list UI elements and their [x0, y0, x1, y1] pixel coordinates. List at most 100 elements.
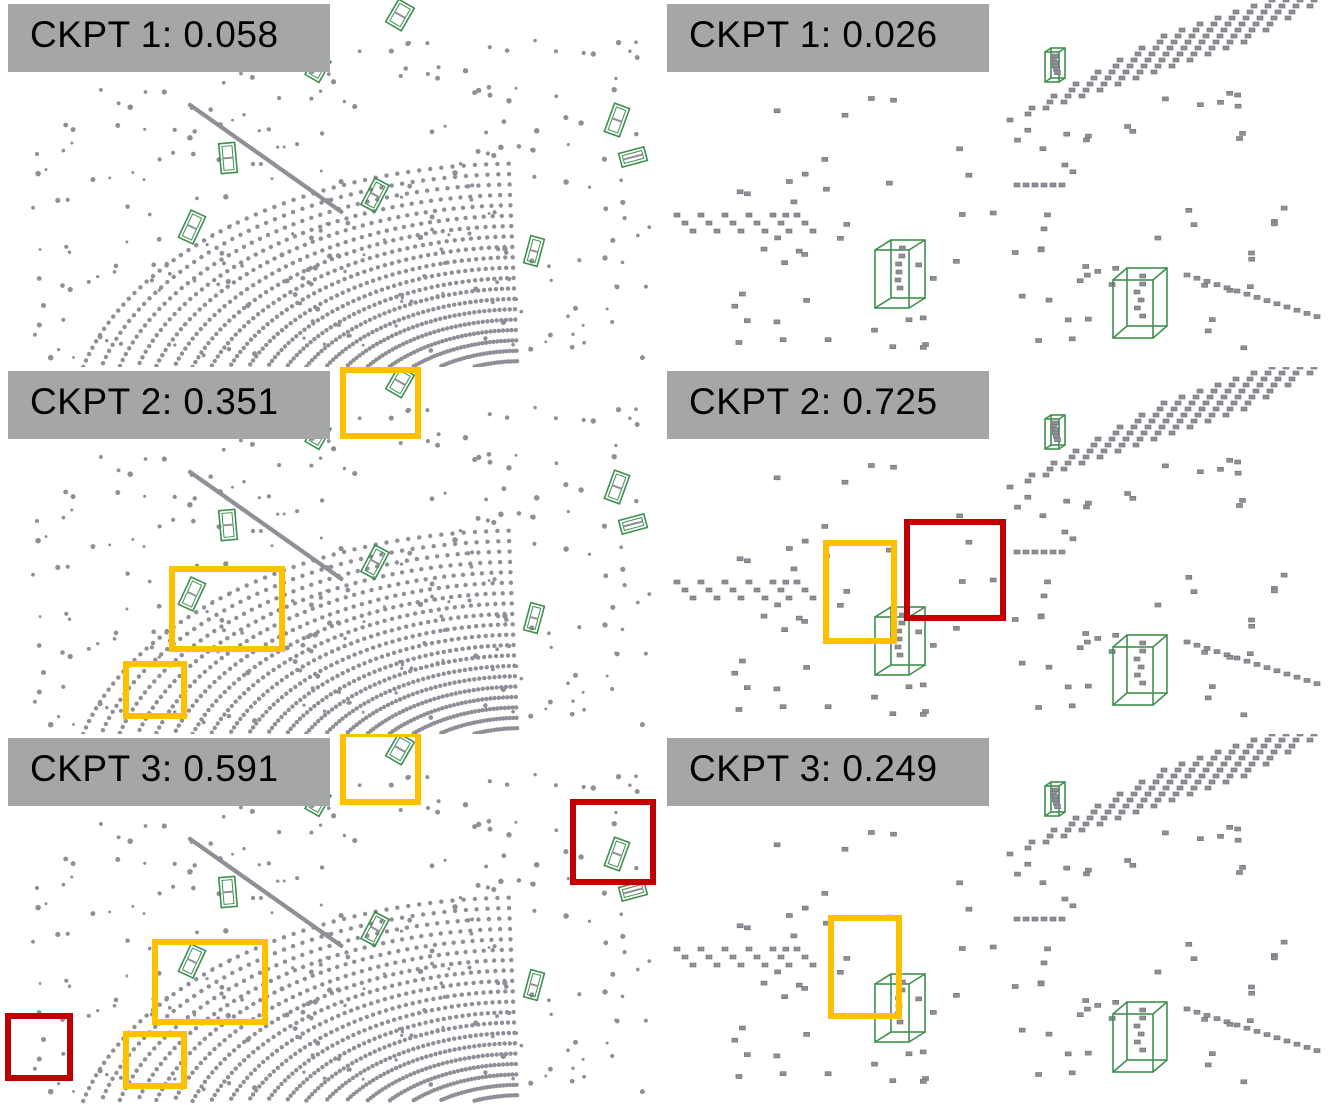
lidar-point: [212, 628, 217, 634]
lidar-point: [260, 308, 266, 313]
lidar-point: [173, 710, 177, 714]
lidar-point: [1293, 1041, 1301, 1047]
lidar-point: [1250, 370, 1258, 376]
lidar-point: [458, 161, 463, 166]
lidar-point: [229, 729, 234, 734]
lidar-point: [345, 220, 351, 226]
lidar-point: [310, 606, 315, 611]
lidar-point: [442, 1049, 448, 1054]
lidar-point: [432, 341, 438, 346]
lidar-point: [1246, 284, 1254, 290]
lidar-point: [442, 909, 447, 915]
lidar-point: [431, 307, 436, 312]
lidar-point: [188, 663, 193, 669]
lidar-point: [242, 324, 247, 329]
lidar-point: [302, 327, 307, 332]
lidar-point: [397, 1039, 402, 1044]
lidar-point: [502, 338, 507, 344]
lidar-point: [389, 249, 395, 254]
lidar-point: [821, 157, 829, 162]
lidar-point: [398, 330, 403, 335]
lidar-point: [268, 244, 274, 250]
lidar-point: [581, 784, 586, 790]
lidar-point: [325, 932, 330, 937]
lidar-point: [429, 496, 435, 502]
lidar-point: [572, 305, 579, 311]
lidar-point: [198, 638, 203, 643]
lidar-point: [382, 311, 387, 316]
lidar-point: [156, 970, 162, 976]
lidar-point: [214, 331, 219, 337]
lidar-point: [241, 244, 247, 249]
lidar-point: [406, 903, 411, 909]
lidar-point: [452, 537, 458, 543]
lidar-point: [479, 571, 485, 576]
lidar-point: [458, 562, 463, 567]
lidar-point: [61, 148, 66, 153]
lidar-point: [367, 611, 372, 616]
lidar-point: [336, 1013, 341, 1018]
lidar-point: [226, 1080, 232, 1086]
lidar-point: [255, 958, 260, 963]
lidar-point: [348, 360, 353, 365]
lidar-point: [286, 340, 291, 346]
lidar-point: [482, 308, 487, 314]
lidar-point: [234, 615, 239, 621]
lidar-point: [431, 544, 436, 549]
lidar-point: [455, 346, 460, 351]
lidar-point: [463, 582, 468, 588]
lidar-point: [374, 708, 379, 714]
lidar-point: [323, 665, 328, 671]
lidar-point: [458, 528, 463, 533]
lidar-point: [547, 998, 551, 1003]
lidar-point: [257, 603, 263, 608]
lidar-point: [416, 1010, 422, 1016]
lidar-point: [283, 998, 289, 1003]
lidar-point: [493, 653, 499, 659]
lidar-point: [1139, 680, 1147, 686]
lidar-point: [358, 322, 364, 327]
lidar-point: [241, 672, 247, 678]
lidar-point: [100, 728, 106, 733]
lidar-point: [452, 313, 457, 318]
lidar-point: [284, 237, 289, 242]
lidar-point: [343, 228, 348, 233]
lidar-point: [297, 991, 303, 996]
lidar-point: [601, 523, 607, 529]
highlight-box: [123, 1031, 187, 1089]
lidar-point: [459, 333, 464, 339]
lidar-point: [760, 980, 768, 986]
lidar-point: [1090, 809, 1098, 815]
lidar-point: [433, 618, 438, 623]
lidar-point: [449, 1004, 454, 1009]
lidar-point: [309, 582, 314, 587]
lidar-point: [34, 151, 40, 157]
lidar-point: [269, 1092, 275, 1098]
lidar-point: [1180, 779, 1188, 785]
lidar-point: [319, 715, 324, 721]
lidar-point: [602, 989, 608, 995]
lidar-point: [487, 340, 492, 345]
lidar-point: [387, 216, 392, 222]
lidar-point: [516, 511, 522, 516]
lidar-point: [367, 671, 372, 677]
lidar-point: [113, 263, 119, 269]
lidar-point: [174, 1066, 179, 1071]
lidar-point: [167, 296, 173, 301]
lidar-point: [336, 1056, 341, 1062]
lidar-point: [383, 718, 388, 723]
lidar-point: [219, 288, 224, 294]
lidar-point: [358, 189, 364, 195]
lidar-point: [383, 298, 388, 303]
lidar-point: [773, 842, 781, 848]
lidar-point: [170, 1071, 175, 1076]
lidar-point: [352, 285, 357, 290]
lidar-point: [502, 705, 507, 711]
lidar-point: [476, 87, 482, 94]
lidar-point: [1240, 39, 1248, 45]
lidar-point: [188, 296, 193, 302]
lidar-point: [333, 689, 338, 694]
lidar-point: [461, 530, 466, 535]
lidar-point: [417, 1021, 422, 1027]
lidar-point: [441, 293, 446, 299]
